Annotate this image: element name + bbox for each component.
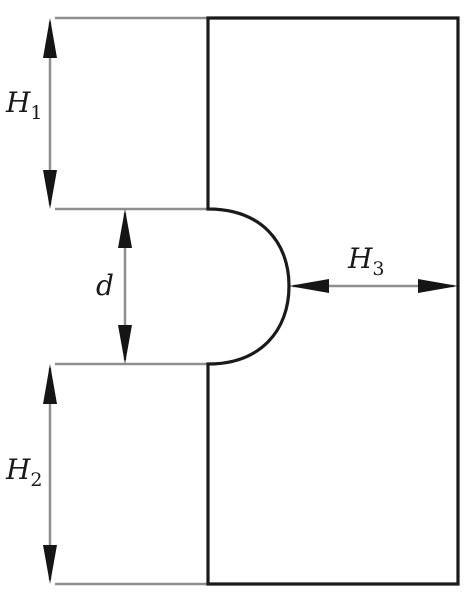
d-arrowhead-bottom [118, 325, 132, 364]
h3-arrowhead-left [289, 279, 329, 293]
h3-arrowhead-right [418, 279, 458, 293]
h1-arrowhead-top [43, 18, 57, 58]
h2-label: H2 [5, 453, 43, 491]
d-arrowhead-top [118, 209, 132, 248]
d-dimension [118, 209, 132, 364]
d-label: d [96, 269, 114, 302]
h1-dimension [43, 18, 57, 209]
plate-outline [206, 16, 460, 586]
h2-arrowhead-top [43, 364, 57, 404]
extension-lines [55, 16, 208, 586]
h3-label: H3 [347, 242, 385, 280]
h2-arrowhead-bottom [43, 545, 57, 584]
h1-arrowhead-bottom [43, 170, 57, 209]
h2-dimension [43, 364, 57, 584]
h3-dimension [289, 279, 458, 293]
h1-label: H1 [5, 86, 43, 124]
